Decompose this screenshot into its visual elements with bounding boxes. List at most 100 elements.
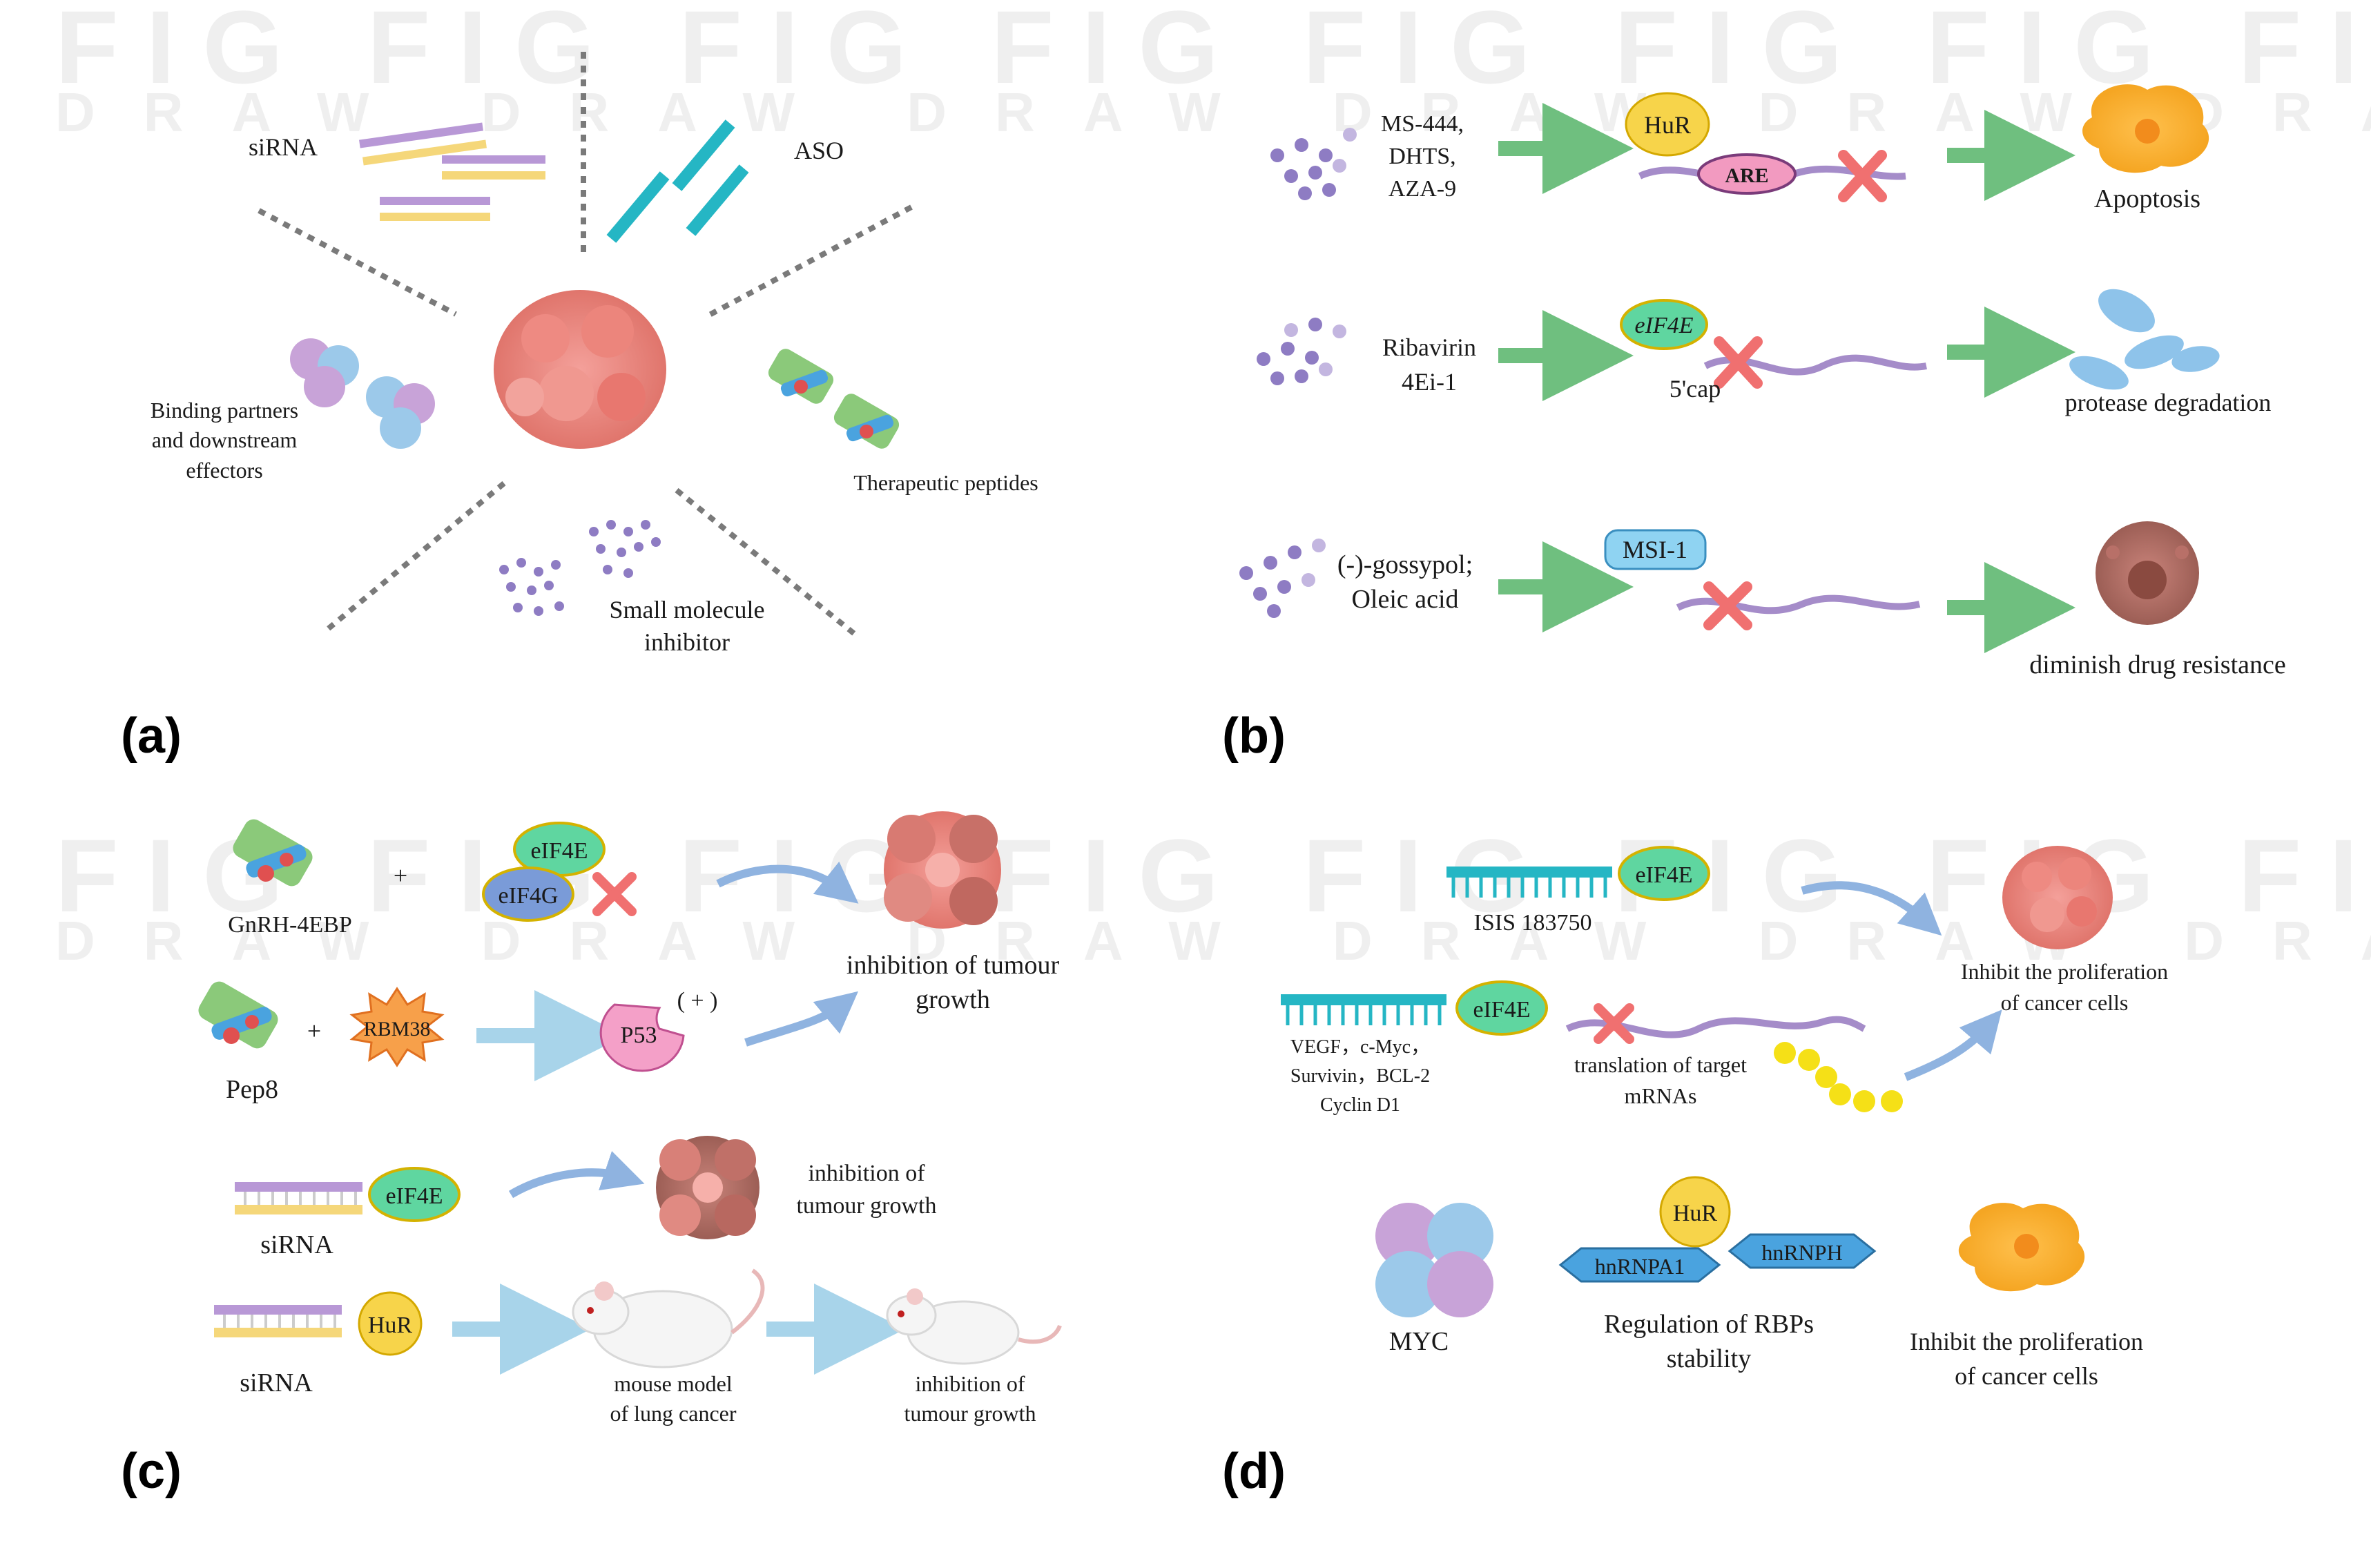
apoptosis-label: Apoptosis [2094,184,2200,213]
dashed-rays [258,52,913,638]
mouse-icon-1 [572,1268,765,1368]
hnrnpa1-badge [1558,1247,1721,1283]
rbm38-label: RBM38 [364,1018,431,1041]
panel-d: eIF4E ISIS 183750 Inhibit the proliferat… [1222,846,2168,1499]
eif4e-label-b: eIF4E [1635,313,1694,338]
curved-arrow-d2 [1904,1009,2002,1081]
targets-line3: Cyclin D1 [1320,1094,1400,1116]
eif4e-badge-c2 [368,1167,461,1222]
plus-sign-1: + [394,862,407,889]
tumor-icon-c1 [884,811,1001,929]
binding-label-2: and downstream [152,427,298,452]
sirna-label: siRNA [249,133,318,161]
hur-label: HuR [1644,111,1691,139]
curved-arrow-c3 [508,1151,645,1199]
are-label: ARE [1725,164,1768,187]
svg-text:DRAW DRAW DRAW DRAW DRAW DRAW: DRAW DRAW DRAW DRAW DRAW DRAW DRAW DRAW … [55,910,2371,971]
gnrh-label: GnRH-4EBP [228,912,351,938]
row1-drug-1: MS-444, [1381,111,1464,137]
gnrh-peptide-icon [233,819,313,887]
curved-arrow-c1 [716,861,859,904]
myc-protein-icon [1375,1203,1493,1317]
eif4e-badge-d2 [1455,980,1548,1036]
drug-resistance-label: diminish drug resistance [2029,650,2285,679]
eif4e-badge-b [1620,299,1708,350]
block-x-icon [1594,1003,1634,1044]
p53-label: P53 [621,1023,657,1048]
aso-label: ASO [794,137,844,164]
translation-line1: translation of target [1574,1052,1747,1077]
outcome-c3-line1: inhibition of [915,1371,1025,1396]
mouse-label-2: of lung cancer [610,1401,736,1426]
mouse-label-1: mouse model [614,1371,733,1396]
eif4e-label-c: eIF4E [530,838,588,864]
small-molecule-icon [499,520,661,616]
block-x-icon [1703,581,1752,630]
eif4e-label-d2: eIF4E [1473,997,1530,1023]
drug-dots-1 [1270,128,1357,200]
row1-drug-3: AZA-9 [1388,176,1456,202]
outcome-c2-line2: tumour growth [796,1193,936,1219]
svg-text:FIG FIG FIG FIG FIG FIG FIG FI: FIG FIG FIG FIG FIG FIG FIG FIG FIG FIG [55,817,2371,933]
drug-dots-3 [1239,539,1326,618]
msi1-badge [1604,529,1707,570]
targets-line2: Survivin，BCL-2 [1290,1065,1430,1087]
eif4g-badge [482,867,574,922]
svg-text:FIG FIG FIG FIG FIG FIG FIG FI: FIG FIG FIG FIG FIG FIG FIG FIG FIG FIG [55,0,2371,105]
watermark: FIG FIG FIG FIG FIG FIG FIG FIG FIG FIG … [55,0,2371,971]
apoptotic-cell-icon-d [1958,1203,2085,1292]
row2-drug-2: 4Ei-1 [1402,368,1457,396]
outcome-d1-line2: of cancer cells [2001,990,2129,1015]
hur-badge [1625,92,1710,157]
panel-label-d: (d) [1222,1444,1286,1499]
drug-dots-2 [1257,318,1346,385]
outcome-d2-line1: Inhibit the proliferation [1910,1328,2143,1355]
hur-badge-c [358,1291,423,1356]
sirna-icon-c1 [235,1182,362,1214]
small-molecule-label-1: Small molecule [610,596,765,623]
outcome-c1-line1: inhibition of tumour [846,951,1060,980]
myc-label: MYC [1389,1327,1449,1356]
aso-icon-d2 [1281,994,1446,1025]
sirna-c1-label: siRNA [260,1230,333,1259]
binding-partners-icon [290,338,435,449]
block-x-icon [1838,150,1887,202]
resistant-cell-icon [2096,521,2199,625]
hur-label-c: HuR [368,1313,413,1338]
translation-line2: mRNAs [1625,1083,1697,1108]
hnrnph-badge [1728,1233,1877,1269]
sirna-icon [359,122,545,221]
outcome-c2-line1: inhibition of [808,1161,925,1186]
pep8-peptide-icon [198,981,278,1049]
hur-badge-d [1659,1176,1731,1248]
targets-line1: VEGF，c-Myc， [1290,1036,1430,1058]
block-x-icon [592,872,637,916]
eif4e-label-d1: eIF4E [1635,862,1692,888]
p53-badge [599,1003,685,1072]
eif4g-label: eIF4G [499,883,559,909]
p53-sign: ( + ) [677,988,718,1014]
rbm38-badge [349,987,445,1067]
cap-label: 5'cap [1670,375,1721,403]
hnrnpa1-label: hnRNPA1 [1595,1254,1685,1279]
outcome-c3-line2: tumour growth [904,1401,1036,1426]
peptide-chain-icon [1774,1042,1903,1112]
row2-drug-1: Ribavirin [1382,333,1476,361]
tumor-cluster-icon [494,290,666,449]
tumor-icon-c2 [656,1136,759,1239]
protein-degradation-icon [2069,289,2220,390]
mrna-strand-3 [1676,594,1921,614]
protease-degradation-label: protease degradation [2065,389,2272,416]
sirna-c2-label: siRNA [240,1368,313,1397]
aso-icon-d1 [1446,867,1612,898]
rbps-line2: stability [1667,1344,1751,1373]
pep8-label: Pep8 [226,1075,278,1104]
panel-a: siRNA ASO Binding partners and downstrea… [121,52,1038,764]
small-molecule-label-2: inhibitor [644,628,730,656]
panel-b: MS-444, DHTS, AZA-9 HuR ARE Apoptosis Ri… [1222,84,2286,764]
eif4e-label-c2: eIF4E [385,1183,443,1209]
plus-sign-2: + [307,1017,321,1045]
panel-label-a: (a) [121,708,182,764]
outcome-d2-line2: of cancer cells [1955,1362,2098,1390]
